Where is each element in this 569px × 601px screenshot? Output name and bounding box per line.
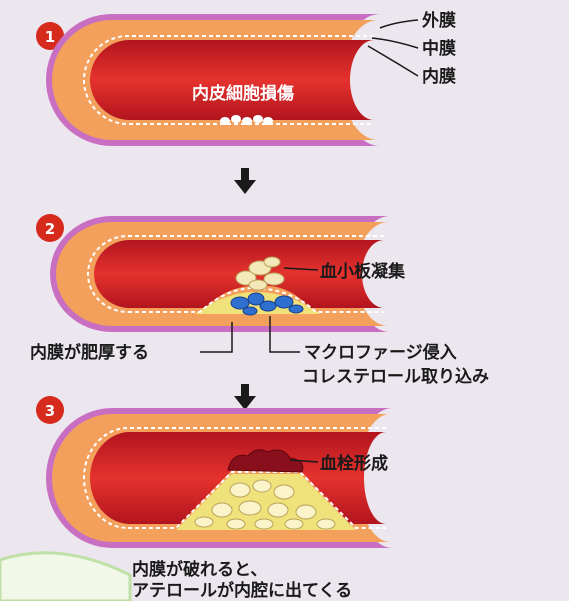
thrombus-leader	[289, 459, 319, 463]
vessel-2-intima-top	[87, 235, 384, 313]
step-1: 1 内皮細胞損傷 外膜 中膜 内膜	[36, 10, 456, 146]
background-blob	[0, 551, 132, 601]
step-3-badge	[36, 396, 64, 424]
platelet-label: 血小板凝集	[320, 261, 406, 282]
step-2: 2 血小板凝集 内膜が肥厚する マクロファージ侵	[30, 214, 489, 387]
vessel-1-lumen	[90, 40, 374, 120]
atheroma-cells	[194, 479, 336, 530]
vessel-3-lumen	[90, 432, 386, 524]
step-1-number: 1	[45, 28, 55, 46]
cholesterol-label: コレステロール取り込み	[302, 367, 489, 387]
rupture-caption-line2: アテロールが内腔に出てくる	[132, 580, 352, 601]
rupture-caption-line1: 内膜が破れると、	[132, 559, 267, 580]
vessel-3-intima-bottom	[128, 471, 386, 529]
thicken-label: 内膜が肥厚する	[30, 342, 149, 363]
layer-leaders	[367, 19, 419, 77]
step-2-number: 2	[45, 220, 55, 238]
step-3-number: 3	[45, 402, 55, 420]
middle-layer-label: 中膜	[422, 38, 456, 59]
vessel-2-intima-bottom	[128, 286, 384, 313]
macrophage-leader	[269, 316, 300, 353]
macrophage-label: マクロファージ侵入	[304, 342, 457, 363]
vessel-1-injury	[220, 115, 273, 125]
thrombus-label: 血栓形成	[320, 453, 388, 474]
inner-layer-label: 内膜	[422, 66, 456, 87]
platelet-cluster	[235, 256, 285, 291]
vessel-3-intima-top	[83, 427, 386, 529]
step-1-badge	[36, 22, 64, 50]
down-arrow-2	[234, 384, 256, 410]
vessel-1-intima	[83, 35, 374, 125]
injury-label: 内皮細胞損傷	[192, 83, 294, 104]
down-arrow-1	[234, 168, 256, 194]
macrophages	[230, 292, 304, 316]
step-2-badge	[36, 214, 64, 242]
outer-layer-label: 外膜	[422, 10, 456, 31]
platelet-leader	[283, 267, 319, 271]
thicken-leader	[200, 322, 233, 353]
step-3: 3 血栓形成 内膜が破れると、 アテロールが内腔に出てくる	[36, 396, 392, 601]
